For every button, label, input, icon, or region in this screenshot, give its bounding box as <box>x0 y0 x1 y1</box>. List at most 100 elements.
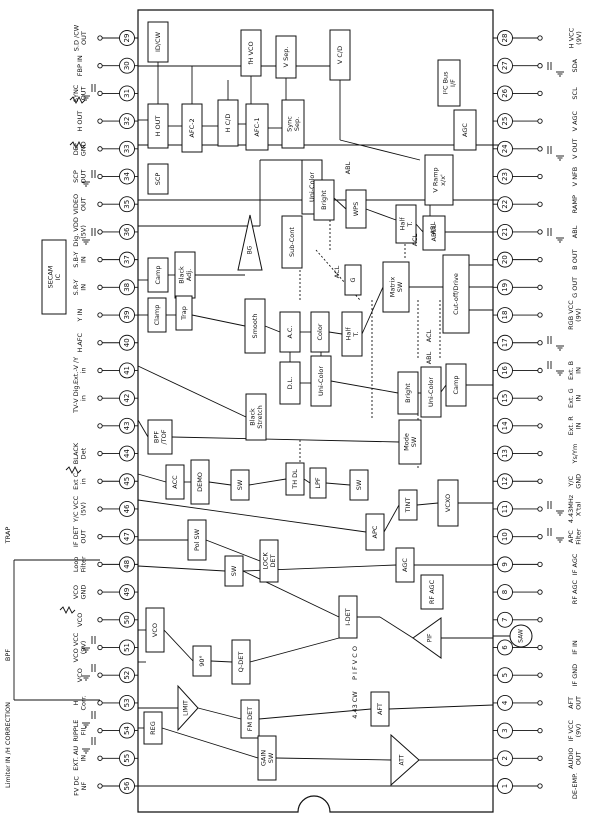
block-label-text: AGC <box>401 558 409 572</box>
ic-outline <box>137 9 494 813</box>
pin-label-text: V NFB <box>571 167 579 187</box>
block-box <box>175 295 193 331</box>
pin-label-text-text: SYNC <box>72 84 80 102</box>
pin-label-text-text: IN <box>575 422 583 429</box>
terminal <box>97 589 103 595</box>
block-label-text: ABCL <box>430 224 438 241</box>
resistor-symbol <box>69 140 86 150</box>
block-box <box>147 297 167 333</box>
pin-39: 39Y IN <box>76 307 138 323</box>
pin-circle <box>119 307 135 323</box>
pin-circle <box>119 473 135 490</box>
wire <box>383 504 400 533</box>
annotation-cw: 4.43 CW <box>351 691 359 719</box>
pin-number: 21 <box>501 227 509 236</box>
block-box <box>344 264 362 296</box>
annotation-acl_low: ACL <box>425 329 433 342</box>
block-idcw: ID/CW <box>147 21 169 63</box>
terminal <box>537 340 543 346</box>
pin-number: 50 <box>123 615 131 624</box>
block-box <box>453 109 477 151</box>
block-label: AFC-2 <box>188 118 196 137</box>
wire <box>258 708 372 720</box>
block-box <box>281 215 303 269</box>
block-qdet: Q-DET <box>231 639 251 685</box>
block-box <box>245 393 267 441</box>
pin-label-text-text: FV DC <box>72 776 80 796</box>
block-box <box>420 574 444 610</box>
terminal <box>97 312 103 318</box>
pin-label-text-text: VCO VCC <box>72 632 80 662</box>
block-polsw: Pol SW <box>187 519 207 561</box>
wire <box>248 478 287 486</box>
block-label-text: Mode <box>402 433 410 451</box>
pin-label-text-text: OUT <box>575 751 583 765</box>
block-label: Smooth <box>251 313 259 338</box>
pin-label-text: V AGC <box>571 110 579 131</box>
pin-label: VCO VCC(9V) <box>72 632 88 662</box>
pin-circle <box>497 362 513 379</box>
capacitor-symbol <box>547 336 552 344</box>
wire <box>161 727 259 759</box>
block-label-text: Bright <box>404 383 412 403</box>
pin-number: 3 <box>501 728 509 732</box>
block-label: Bright <box>404 383 412 403</box>
terminal <box>537 561 543 568</box>
block-box <box>147 257 169 293</box>
terminal <box>537 589 543 595</box>
pin-circle <box>497 196 513 213</box>
terminal <box>97 727 103 734</box>
block-label: AFT <box>376 703 384 715</box>
pin-circle <box>497 251 513 268</box>
pin-label: DE-EMP. <box>571 773 579 799</box>
pin-label-text-text: IN <box>80 755 88 762</box>
block-box <box>395 204 417 244</box>
block-label: BPF/TOF <box>152 429 168 444</box>
terminal <box>97 284 103 290</box>
block-tint: TINT <box>398 489 418 521</box>
block-box <box>187 519 207 561</box>
pin-circle <box>497 639 513 656</box>
pin-label: H OUT <box>76 111 84 132</box>
terminal <box>537 644 543 651</box>
ground-symbol <box>556 370 564 376</box>
pin-label-text: TV-V Dig.in <box>72 383 88 414</box>
pin-label-text-text: FIL <box>80 726 88 736</box>
pin-label-text-text: S.B-Y <box>72 252 80 268</box>
pin-label-text-text: Corr. <box>80 695 88 710</box>
pin-number: 29 <box>123 34 131 43</box>
block-label-text: REG <box>149 721 157 735</box>
pin-label-text: SCL <box>571 87 579 100</box>
block-label-text: V Ramp <box>431 167 439 192</box>
block-box <box>279 311 301 353</box>
block-demo: DEMO <box>190 459 210 505</box>
capacitor-symbol <box>547 62 552 70</box>
block-label: VCXO <box>444 494 452 512</box>
block-box <box>143 711 163 745</box>
wire <box>163 629 194 662</box>
pin-circle <box>497 556 513 573</box>
block-box <box>147 163 169 195</box>
block-label-text: WPS <box>352 202 360 216</box>
pin-label-text-text: Y/C <box>567 475 575 487</box>
block-label: Uni-Color <box>317 366 325 396</box>
pin-label-text-text: GND <box>575 474 583 489</box>
block-box <box>275 35 297 79</box>
pin-label-text: RF AGC <box>571 580 579 605</box>
pin-label-text: ABL <box>571 225 579 238</box>
